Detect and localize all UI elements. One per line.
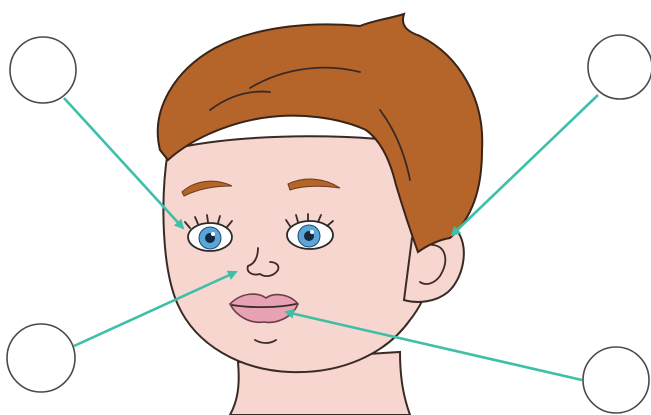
answer-circle-top-right[interactable] bbox=[588, 35, 651, 99]
right-eye-highlight bbox=[310, 230, 314, 234]
left-eye-highlight bbox=[211, 232, 215, 236]
answer-circle-top-left[interactable] bbox=[10, 37, 76, 103]
answer-circle-bottom-left[interactable] bbox=[7, 324, 75, 392]
answer-circle-bottom-right[interactable] bbox=[583, 347, 649, 413]
